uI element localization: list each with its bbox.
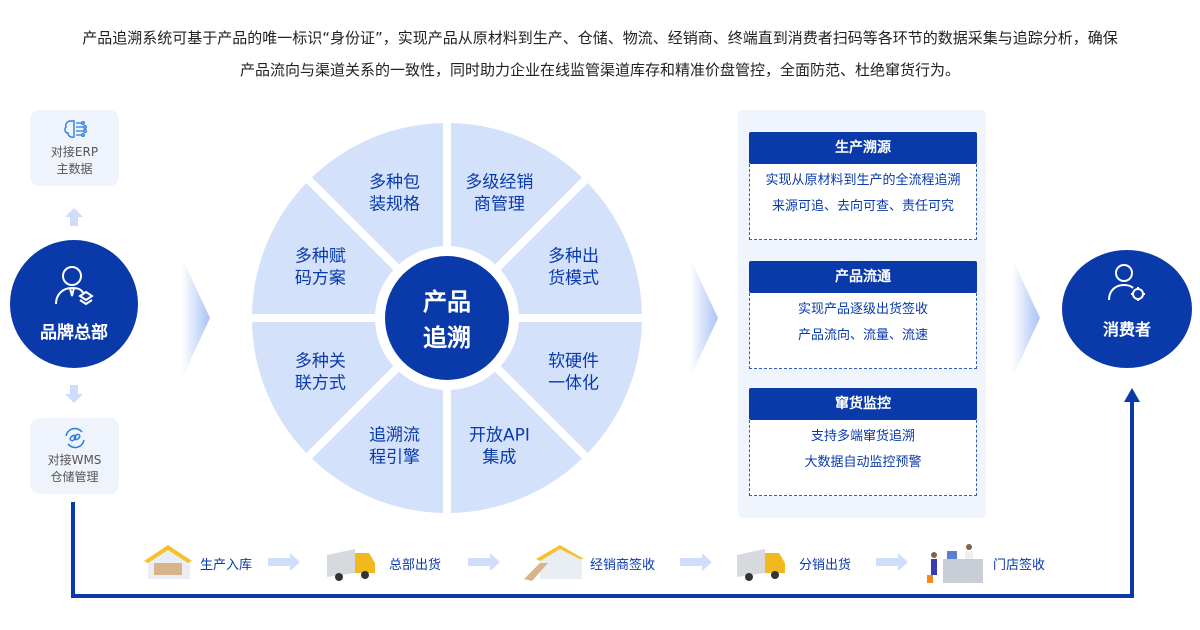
wheel-segment-label: 码方案	[295, 269, 346, 289]
wheel-center-line-1: 产品	[423, 288, 471, 316]
brand-hq-label: 品牌总部	[40, 323, 108, 343]
manager-icon	[55, 266, 94, 306]
wheel-segment	[500, 182, 642, 315]
flow-step-store-receive: 门店签收	[925, 543, 1045, 583]
flow-step-hq-ship: 总部出货	[325, 543, 441, 583]
arrow-up-icon	[65, 208, 83, 226]
arrow-down-icon	[65, 385, 83, 403]
section-title: 生产溯源	[749, 132, 977, 164]
wheel-segment-label: 一体化	[548, 373, 599, 393]
section-body: 实现从原材料到生产的全流程追溯 来源可追、去向可查、责任可究	[749, 164, 977, 240]
wms-label-2: 仓储管理	[50, 470, 99, 484]
flow-step-dealer-receive: 经销商签收	[520, 543, 655, 583]
intro-line-1: 产品追溯系统可基于产品的唯一标识“身份证”，实现产品从原材料到生产、仓储、物流、…	[82, 29, 1118, 47]
flow-step-label: 总部出货	[389, 557, 442, 573]
wheel-segment-label: 多种包	[369, 172, 420, 192]
link-sync-icon	[64, 427, 85, 449]
wheel-segment-label: 多种赋	[295, 247, 346, 267]
flow-line-left	[71, 502, 75, 598]
wheel-segment-label: 多级经销	[465, 172, 533, 192]
wheel-center-line-2: 追溯	[423, 324, 471, 352]
warehouse-icon	[144, 545, 192, 579]
section-title: 窜货监控	[749, 388, 977, 420]
wheel-segment-label: 商管理	[474, 194, 525, 214]
wheel-segment-label: 货模式	[548, 269, 599, 289]
flow-line-bottom	[71, 594, 1134, 598]
chevron-right-icon	[690, 258, 718, 378]
section-line: 来源可追、去向可查、责任可究	[771, 199, 954, 214]
section-title: 产品流通	[749, 261, 977, 293]
erp-label-2: 主数据	[56, 162, 93, 176]
intro-line-2: 产品流向与渠道关系的一致性，同时助力企业在线监管渠道库存和精准价盘管控，全面防范…	[239, 61, 960, 79]
flow-step-label: 经销商签收	[590, 557, 656, 573]
wheel-segment	[450, 123, 583, 265]
chevron-right-icon	[182, 258, 210, 378]
section-line: 实现产品逐级出货签收	[797, 302, 928, 317]
consumer-icon	[1108, 264, 1145, 301]
truck-icon	[327, 549, 375, 581]
erp-box: 对接ERP 主数据	[30, 110, 119, 186]
arrow-right-icon	[876, 553, 908, 571]
wheel-segment-label: 追溯流	[369, 426, 420, 446]
section-body: 实现产品逐级出货签收 产品流向、流量、流速	[749, 293, 977, 369]
wheel-segment-label: 开放API	[469, 426, 530, 446]
brain-circuit-icon	[63, 120, 87, 138]
section-line: 支持多端窜货追溯	[810, 429, 915, 444]
consumer-node: 消费者	[1062, 250, 1192, 368]
wheel-segment	[252, 182, 394, 315]
section-body: 支持多端窜货追溯 大数据自动监控预警	[749, 420, 977, 496]
store-counter-icon	[927, 544, 983, 583]
wms-box: 对接WMS 仓储管理	[30, 418, 119, 494]
wheel-segment	[311, 123, 444, 265]
wheel-center	[385, 256, 509, 380]
wheel-segment	[450, 371, 583, 513]
arrow-up-icon	[1124, 388, 1140, 402]
wheel-segment-label: 多种关	[295, 351, 346, 371]
dealer-warehouse-icon	[524, 545, 584, 581]
arrow-right-icon	[680, 553, 712, 571]
trace-panel: 生产溯源 实现从原材料到生产的全流程追溯 来源可追、去向可查、责任可究 产品流通…	[738, 110, 986, 518]
brand-hq-node: 品牌总部	[10, 240, 138, 368]
wheel-segment-label: 多种出	[548, 247, 599, 267]
intro-text: 产品追溯系统可基于产品的唯一标识“身份证”，实现产品从原材料到生产、仓储、物流、…	[0, 22, 1200, 86]
flow-step-label: 生产入库	[200, 557, 253, 573]
wheel-segment-label: 联方式	[295, 373, 346, 393]
consumer-label: 消费者	[1102, 320, 1151, 339]
flow-line-right	[1130, 398, 1134, 598]
wms-label-1: 对接WMS	[47, 453, 102, 467]
wheel-segment-label: 程引擎	[369, 448, 420, 468]
arrow-right-icon	[468, 553, 500, 571]
wheel-segment	[311, 371, 444, 513]
wheel-segment-label: 集成	[482, 448, 516, 468]
truck-icon	[737, 549, 785, 581]
section-line: 大数据自动监控预警	[804, 455, 922, 470]
flow-step-label: 门店签收	[993, 557, 1046, 573]
flow-step-label: 分销出货	[799, 557, 852, 573]
arrow-right-icon	[268, 553, 300, 571]
chevron-right-icon	[1012, 258, 1040, 378]
wheel-segment-label: 装规格	[369, 194, 420, 214]
erp-label-1: 对接ERP	[50, 145, 99, 159]
flow-step-distribution-ship: 分销出货	[735, 543, 851, 583]
wheel-segment-label: 软硬件	[548, 351, 599, 371]
wheel-segment	[500, 321, 642, 454]
section-line: 实现从原材料到生产的全流程追溯	[765, 173, 961, 188]
wheel-segment	[252, 321, 394, 454]
flow-step-production-in: 生产入库	[142, 543, 252, 583]
section-line: 产品流向、流量、流速	[797, 328, 928, 343]
